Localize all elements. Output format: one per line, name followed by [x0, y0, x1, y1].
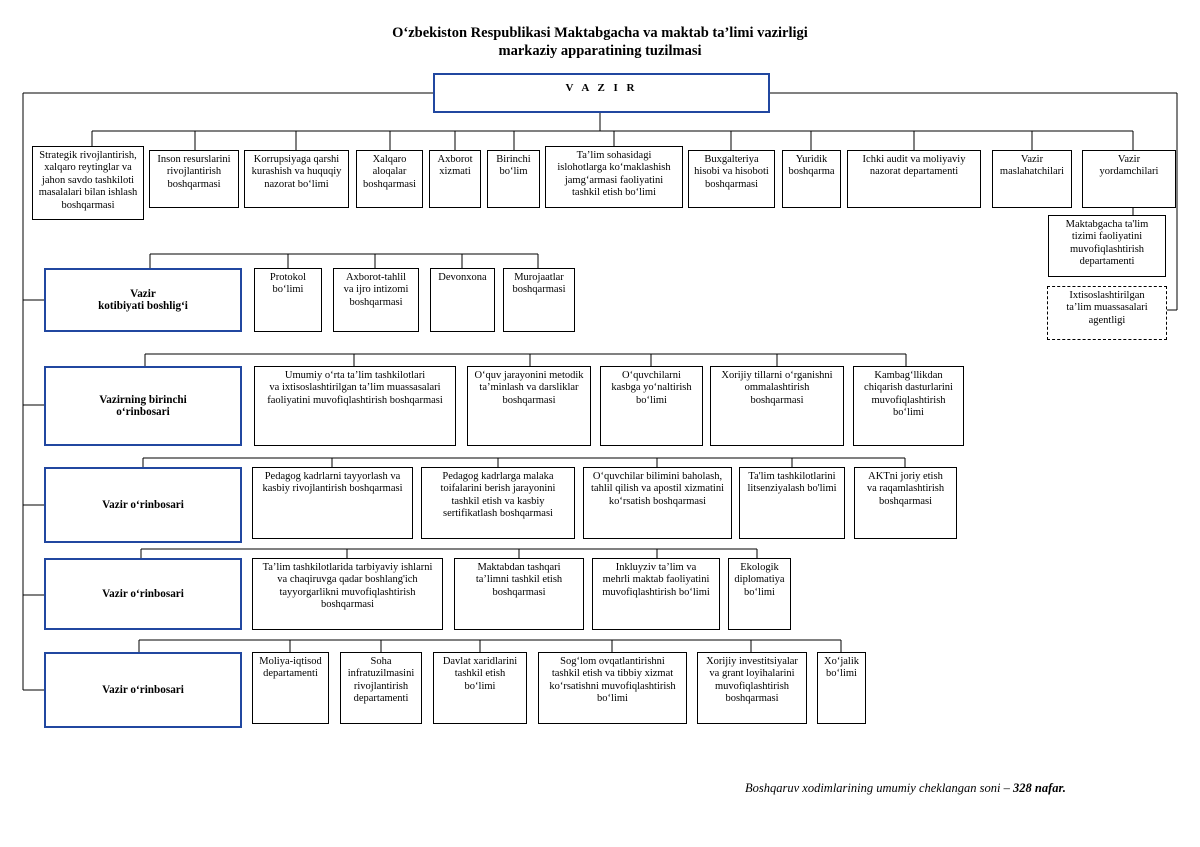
title-line-1: O‘zbekiston Respublikasi Maktabgacha va … [392, 25, 808, 41]
unit-infrastructure: Soha infratuzilmasini rivojlantirish dep… [340, 652, 422, 724]
unit-maintenance: Xo‘jalik bo‘limi [817, 652, 866, 724]
lead-deputy-2: Vazir o‘rinbosari [44, 558, 242, 630]
minister-box: V A Z I R [433, 73, 770, 113]
unit-anti-corruption: Korrupsiyaga qarshi kurashish va huquqiy… [244, 150, 349, 208]
unit-accounting: Buxgalteriya hisobi va hisoboti boshqarm… [688, 150, 775, 208]
unit-methodical: O‘quv jarayonini metodik ta’minlash va d… [467, 366, 591, 446]
unit-legal: Yuridik boshqarma [782, 150, 841, 208]
unit-human-resources: Inson resurslarini rivojlantirish boshqa… [149, 150, 239, 208]
unit-teacher-certification: Pedagog kadrlarga malaka toifalarini ber… [421, 467, 575, 539]
unit-strategic-development: Strategik rivojlantirish, xalqaro reytin… [32, 146, 144, 220]
unit-career-guidance: O‘quvchilarni kasbga yo‘naltirish bo‘lim… [600, 366, 703, 446]
unit-assessment-apostille: O‘quvchilar bilimini baholash, tahlil qi… [583, 467, 732, 539]
unit-press-service: Axborot xizmati [429, 150, 481, 208]
unit-inclusive-education: Inkluyziv ta’lim va mehrli maktab faoliy… [592, 558, 720, 630]
unit-ict-digitalization: AKTni joriy etish va raqamlashtirish bos… [854, 467, 957, 539]
unit-foreign-investment: Xorijiy investitsiyalar va grant loyihal… [697, 652, 807, 724]
unit-minister-advisers: Vazir maslahatchilari [992, 150, 1072, 208]
unit-international-relations: Xalqaro aloqalar boshqarmasi [356, 150, 423, 208]
title-line-2: markaziy apparatining tuzilmasi [498, 43, 702, 59]
unit-licensing: Ta'lim tashkilotlarini litsenziyalash bo… [739, 467, 845, 539]
unit-extracurricular: Maktabdan tashqari ta’limni tashkil etis… [454, 558, 584, 630]
unit-general-secondary: Umumiy o‘rta ta’lim tashkilotlari va ixt… [254, 366, 456, 446]
staff-count-footer: Boshqaruv xodimlarining umumiy cheklanga… [745, 781, 1066, 796]
unit-first-department: Birinchi bo‘lim [487, 150, 540, 208]
lead-chief-of-staff: Vazir kotibiyati boshlig‘i [44, 268, 242, 332]
unit-ecological-diplomacy: Ekologik diplomatiya bo‘limi [728, 558, 791, 630]
lead-deputy-3: Vazir o‘rinbosari [44, 652, 242, 728]
unit-minister-assistants: Vazir yordamchilari [1082, 150, 1176, 208]
minister-label: V A Z I R [565, 82, 638, 94]
footer-unit: nafar. [1034, 781, 1066, 795]
footer-count: 328 [1013, 781, 1032, 795]
unit-finance-economy: Moliya-iqtisod departamenti [252, 652, 329, 724]
lead-deputy-1: Vazir o‘rinbosari [44, 467, 242, 543]
unit-internal-audit: Ichki audit va moliyaviy nazorat departa… [847, 150, 981, 208]
unit-analytics-execution: Axborot-tahlil va ijro intizomi boshqarm… [333, 268, 419, 332]
unit-protocol: Protokol bo‘limi [254, 268, 322, 332]
unit-foreign-languages: Xorijiy tillarni o‘rganishni ommalashtir… [710, 366, 844, 446]
unit-upbringing: Ta’lim tashkilotlarida tarbiyaviy ishlar… [252, 558, 443, 630]
footer-text: Boshqaruv xodimlarining umumiy cheklanga… [745, 781, 1010, 795]
unit-preschool-department: Maktabgacha ta'lim tizimi faoliyatini mu… [1048, 215, 1166, 277]
unit-specialized-agency: Ixtisoslashtirilgan ta’lim muassasalari … [1047, 286, 1167, 340]
unit-chancellery: Devonxona [430, 268, 495, 332]
unit-teacher-training: Pedagog kadrlarni tayyorlash va kasbiy r… [252, 467, 413, 539]
lead-first-deputy: Vazirning birinchi o‘rinbosari [44, 366, 242, 446]
unit-poverty-reduction: Kambag‘llikdan chiqarish dasturlarini mu… [853, 366, 964, 446]
unit-reform-fund: Ta’lim sohasidagi islohotlarga ko‘maklas… [545, 146, 683, 208]
unit-nutrition-medical: Sog‘lom ovqatlantirishni tashkil etish v… [538, 652, 687, 724]
unit-procurement: Davlat xaridlarini tashkil etish bo‘limi [433, 652, 527, 724]
unit-appeals: Murojaatlar boshqarmasi [503, 268, 575, 332]
